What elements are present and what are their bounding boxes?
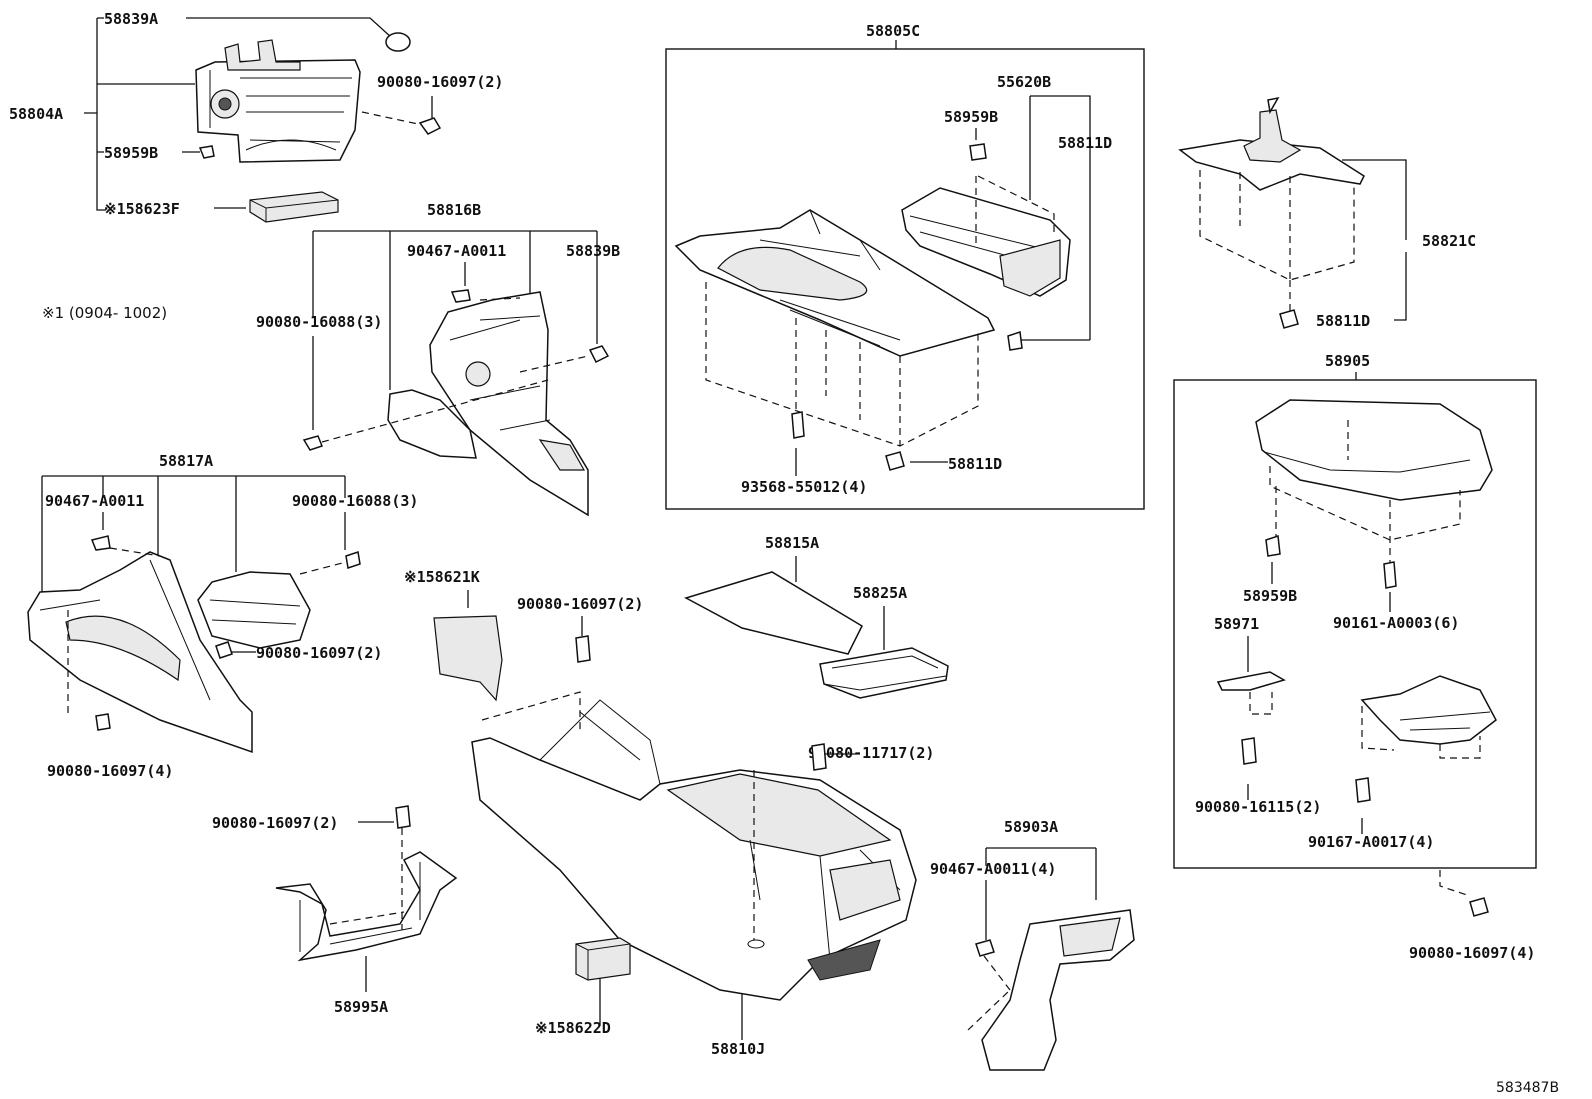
- group-58995A: 90080-16097(2) 58995A: [212, 805, 458, 1016]
- label-58971[interactable]: 58971: [1214, 615, 1259, 633]
- box-58905: [1173, 379, 1537, 869]
- label-90161-A0003-6[interactable]: 90161-A0003(6): [1333, 614, 1459, 632]
- group-58622D: ※158622D: [535, 937, 631, 1037]
- group-58621K: ※158621K: [404, 568, 503, 702]
- label-58903A[interactable]: 58903A: [1004, 818, 1058, 836]
- label-90080-16097-2-b[interactable]: 90080-16097(2): [256, 644, 382, 662]
- label-58839A[interactable]: 58839A: [104, 10, 158, 28]
- label-90080-16097-4-a[interactable]: 90080-16097(4): [47, 762, 173, 780]
- label-58995A[interactable]: 58995A: [334, 998, 388, 1016]
- group-58905: 58905 58959B 90161-A0003(6) 58971 90080-…: [1173, 352, 1537, 962]
- label-58817A[interactable]: 58817A: [159, 452, 213, 470]
- label-58621K[interactable]: ※158621K: [404, 568, 480, 586]
- label-58816B[interactable]: 58816B: [427, 201, 481, 219]
- label-58622D[interactable]: ※158622D: [535, 1019, 611, 1037]
- label-90080-16097-2-d[interactable]: 90080-16097(2): [212, 814, 338, 832]
- label-90080-16097-2-c[interactable]: 90080-16097(2): [517, 595, 643, 613]
- box-58805C: [665, 48, 1145, 510]
- label-90467-A0011-a[interactable]: 90467-A0011: [407, 242, 506, 260]
- label-93568-55012-4[interactable]: 93568-55012(4): [741, 478, 867, 496]
- label-90467-A0011-b[interactable]: 90467-A0011: [45, 492, 144, 510]
- label-58959B-b[interactable]: 58959B: [944, 108, 998, 126]
- label-58905[interactable]: 58905: [1325, 352, 1370, 370]
- serial-note: ※1 (0904- 1002): [42, 304, 167, 322]
- label-90167-A0017-4[interactable]: 90167-A0017(4): [1308, 833, 1434, 851]
- label-58623F[interactable]: ※158623F: [104, 200, 180, 218]
- label-58959B-c[interactable]: 58959B: [1243, 587, 1297, 605]
- label-58805C[interactable]: 58805C: [866, 22, 920, 40]
- reference-code: 583487B: [1496, 1080, 1559, 1096]
- label-58811D-b[interactable]: 58811D: [948, 455, 1002, 473]
- label-58815A[interactable]: 58815A: [765, 534, 819, 552]
- group-58903A: 58903A 90467-A0011(4): [930, 818, 1135, 1071]
- label-55620B[interactable]: 55620B: [997, 73, 1051, 91]
- label-58811D-a[interactable]: 58811D: [1058, 134, 1112, 152]
- label-90080-16097-4-b[interactable]: 90080-16097(4): [1409, 944, 1535, 962]
- label-58804A[interactable]: 58804A: [9, 105, 63, 123]
- label-58811D-c[interactable]: 58811D: [1316, 312, 1370, 330]
- label-90080-16088-3-a[interactable]: 90080-16088(3): [256, 313, 382, 331]
- label-90080-11717-2[interactable]: 90080-11717(2): [808, 744, 934, 762]
- label-90080-16097-2-a[interactable]: 90080-16097(2): [377, 73, 503, 91]
- group-58821C: 58821C 58811D: [1178, 96, 1476, 330]
- group-58817A: 58817A 90467-A0011 90080-16088(3) 90080-…: [27, 452, 418, 780]
- group-58805C: 58805C 55620B 58959B 58811D 93568-55012(…: [665, 22, 1145, 510]
- label-58825A[interactable]: 58825A: [853, 584, 907, 602]
- label-90080-16115-2[interactable]: 90080-16115(2): [1195, 798, 1321, 816]
- group-58815A-58825A: 58815A 58825A: [684, 534, 949, 699]
- label-58839B[interactable]: 58839B: [566, 242, 620, 260]
- group-58804A: 58839A 58804A 90080-16097(2) 58959B ※158…: [9, 10, 503, 223]
- group-58810J: 90080-16097(2) 90080-11717(2) 58810J: [471, 595, 934, 1058]
- label-90467-A0011-4[interactable]: 90467-A0011(4): [930, 860, 1056, 878]
- label-90080-16088-3-b[interactable]: 90080-16088(3): [292, 492, 418, 510]
- group-58816B: 58816B 90467-A0011 58839B 90080-16088(3): [256, 201, 620, 517]
- label-58959B-a[interactable]: 58959B: [104, 144, 158, 162]
- label-58810J[interactable]: 58810J: [711, 1040, 765, 1058]
- label-58821C[interactable]: 58821C: [1422, 232, 1476, 250]
